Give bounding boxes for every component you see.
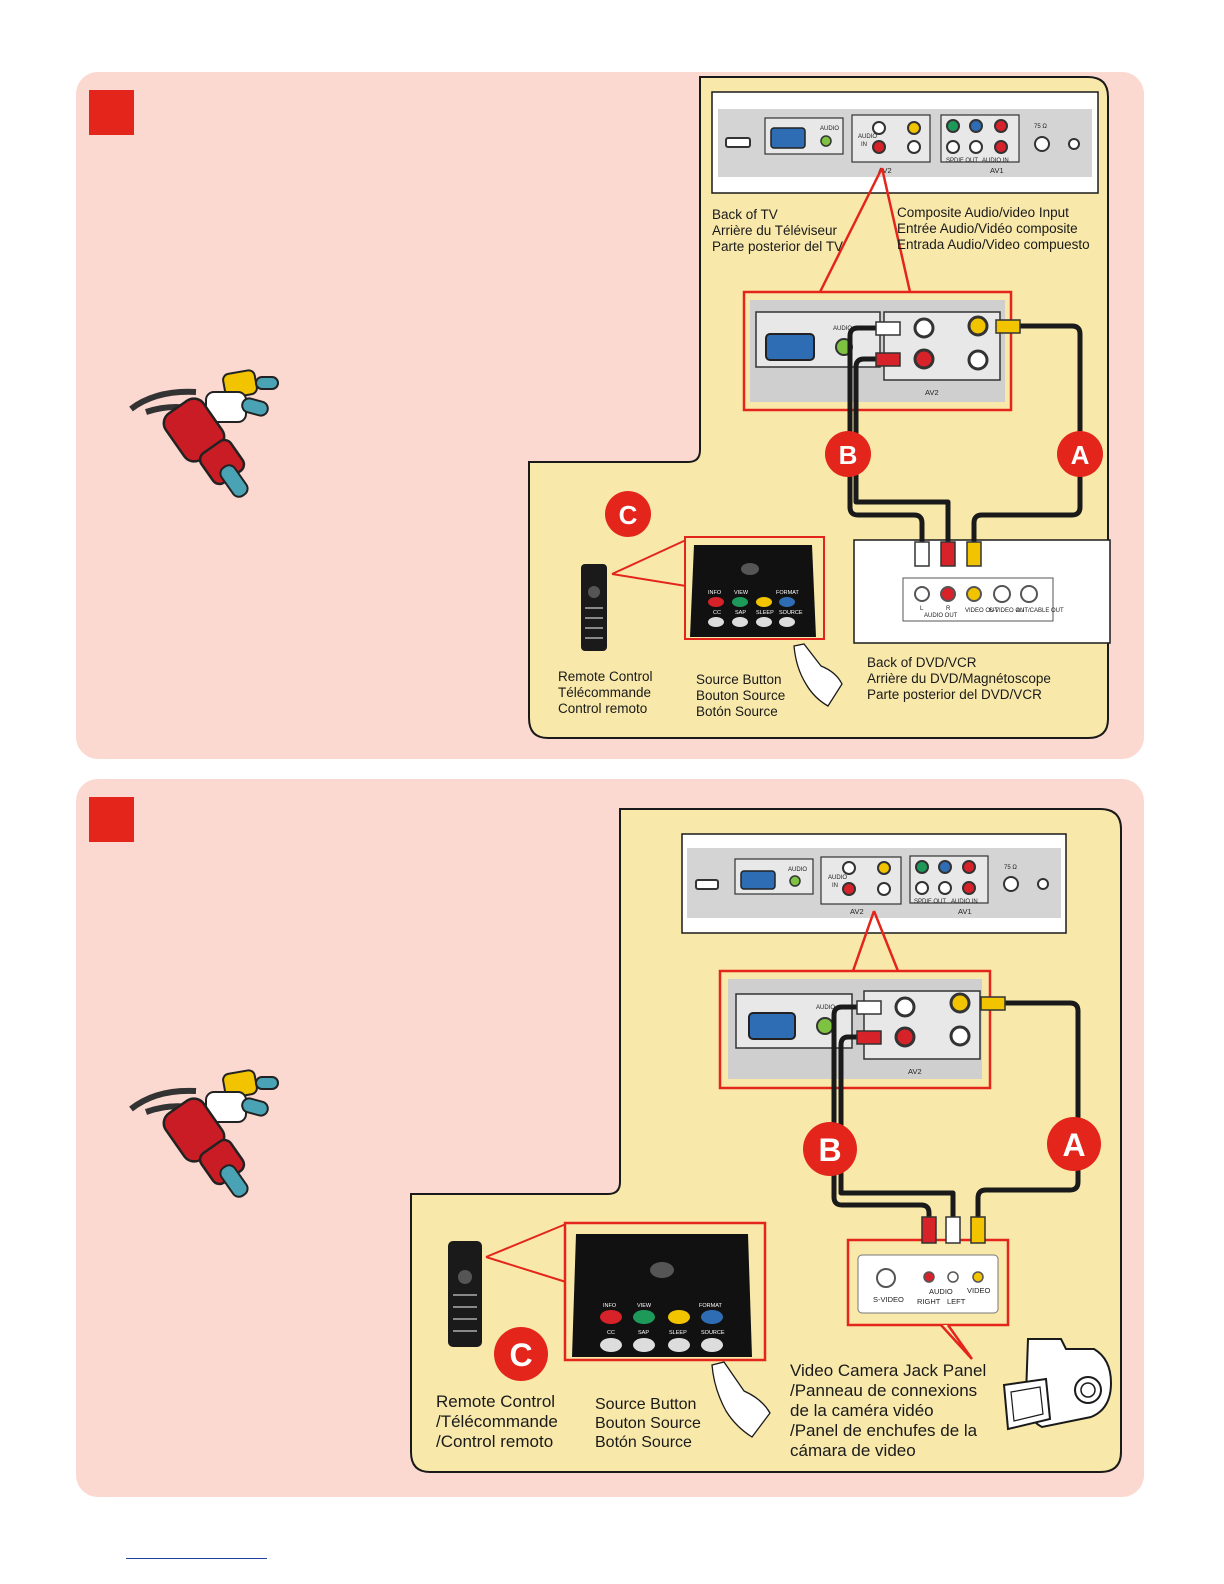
tv-audio-label: AUDIO [820,126,839,132]
svg-text:SOURCE: SOURCE [701,1330,725,1336]
svg-text:VIEW: VIEW [637,1303,652,1309]
svg-text:A: A [1071,440,1090,470]
step-marker-2 [89,797,134,842]
svg-text:LEFT: LEFT [947,1297,966,1306]
tv-back-panel-2: AUDIO AUDIO IN AV2 SPDIF OUT AUDIO IN AV… [681,833,1067,934]
svg-text:AUDIO OUT: AUDIO OUT [924,613,958,619]
remote-control-label-2: Remote Control/Télécommande/Control remo… [436,1392,558,1452]
video-camera-icon [1002,1338,1113,1431]
svg-text:AUDIO: AUDIO [929,1287,953,1296]
svg-text:SPDIF OUT: SPDIF OUT [914,899,946,905]
connection-diagram-1: AUDIO AUDIO IN AV2 SPDIF OUT AUDIO IN AV… [129,76,1111,739]
av2-zoom-panel: AUDIO AV2 [742,290,1013,412]
hand-pointer-icon-2 [711,1361,771,1438]
svg-text:IN: IN [861,142,867,148]
svg-text:VIEW: VIEW [734,590,749,596]
rca-plugs-icon-2 [129,1069,279,1198]
svg-text:AUDIO IN: AUDIO IN [982,158,1009,164]
svg-text:AV1: AV1 [958,907,972,916]
video-camera-label: Video Camera Jack Panel/Panneau de conne… [790,1361,987,1461]
svg-text:FORMAT: FORMAT [699,1303,722,1309]
connection-diagram-2: AUDIO AUDIO IN AV2 SPDIF OUT AUDIO IN AV… [129,808,1122,1473]
remote-zoom-2: INFO VIEW FORMAT CC SAP SLEEP SOURCE [563,1221,767,1362]
callout-a-2: A [1047,1117,1101,1171]
callout-c-1: C [605,491,651,537]
svg-text:SLEEP: SLEEP [756,610,774,616]
panel-step-1: AUDIO AUDIO IN AV2 SPDIF OUT AUDIO IN AV… [76,72,1144,759]
svg-text:AUDIO: AUDIO [858,134,877,140]
svg-text:AUDIO: AUDIO [816,1005,835,1011]
svg-text:S-VIDEO: S-VIDEO [873,1295,904,1304]
svg-text:AUDIO IN: AUDIO IN [951,899,978,905]
svg-text:INFO: INFO [603,1303,617,1309]
rca-plugs-icon [129,369,279,498]
svg-text:L: L [920,606,924,612]
footer-rule [126,1558,267,1559]
vga-port-icon [770,127,806,149]
tv-back-panel: AUDIO AUDIO IN AV2 SPDIF OUT AUDIO IN AV… [711,91,1099,194]
callout-b-1: B [825,431,871,477]
hand-pointer-icon [793,643,843,707]
zoom-av2-label: AV2 [925,388,939,397]
svg-text:AV2: AV2 [908,1067,922,1076]
svg-text:C: C [619,500,638,530]
svg-text:CC: CC [713,610,721,616]
svg-text:SPDIF OUT: SPDIF OUT [946,158,978,164]
remote-control-icon-2 [448,1241,482,1347]
callout-a-1: A [1057,431,1103,477]
svg-text:AUDIO: AUDIO [788,867,807,873]
svg-text:AUDIO: AUDIO [828,875,847,881]
svg-text:SOURCE: SOURCE [779,610,803,616]
svg-text:AUDIO: AUDIO [833,326,852,332]
svg-text:C: C [509,1337,532,1373]
av2-zoom-panel-2: AUDIO AV2 [718,969,992,1090]
svg-text:SAP: SAP [638,1330,649,1336]
callout-b-2: B [803,1122,857,1176]
svg-text:SLEEP: SLEEP [669,1330,687,1336]
svg-text:RIGHT: RIGHT [917,1297,941,1306]
camera-jack-panel: S-VIDEO AUDIO RIGHT LEFT VIDEO [846,1238,1010,1360]
svg-text:AV2: AV2 [850,907,864,916]
svg-text:ANT/CABLE OUT: ANT/CABLE OUT [1016,608,1064,614]
step-marker-1 [89,90,134,135]
svg-text:SAP: SAP [735,610,746,616]
svg-text:S-VIDEO OUT: S-VIDEO OUT [989,608,1028,614]
remote-zoom-1: INFO VIEW FORMAT CC SAP SLEEP SOURCE [684,536,825,640]
svg-text:B: B [839,440,858,470]
remote-control-icon [581,564,607,651]
tv-av1-label: AV1 [990,166,1004,175]
svg-text:R: R [946,606,951,612]
svg-text:FORMAT: FORMAT [776,590,799,596]
svg-text:INFO: INFO [708,590,722,596]
dvd-back-panel: L R AUDIO OUT VIDEO OUT S-VIDEO OUT ANT/… [853,539,1111,644]
svg-text:75 Ω: 75 Ω [1034,124,1047,130]
callout-c-2: C [494,1327,548,1381]
svg-text:75 Ω: 75 Ω [1004,865,1017,871]
svg-text:B: B [818,1132,841,1168]
hdmi-port-icon [725,137,751,148]
svg-text:CC: CC [607,1330,615,1336]
svg-text:VIDEO: VIDEO [967,1286,991,1295]
svg-text:VIDEO OUT: VIDEO OUT [965,608,998,614]
svg-text:A: A [1062,1127,1085,1163]
tv-av2-label: AV2 [878,166,892,175]
svg-text:IN: IN [832,883,838,889]
panel-step-2: AUDIO AUDIO IN AV2 SPDIF OUT AUDIO IN AV… [76,779,1144,1497]
